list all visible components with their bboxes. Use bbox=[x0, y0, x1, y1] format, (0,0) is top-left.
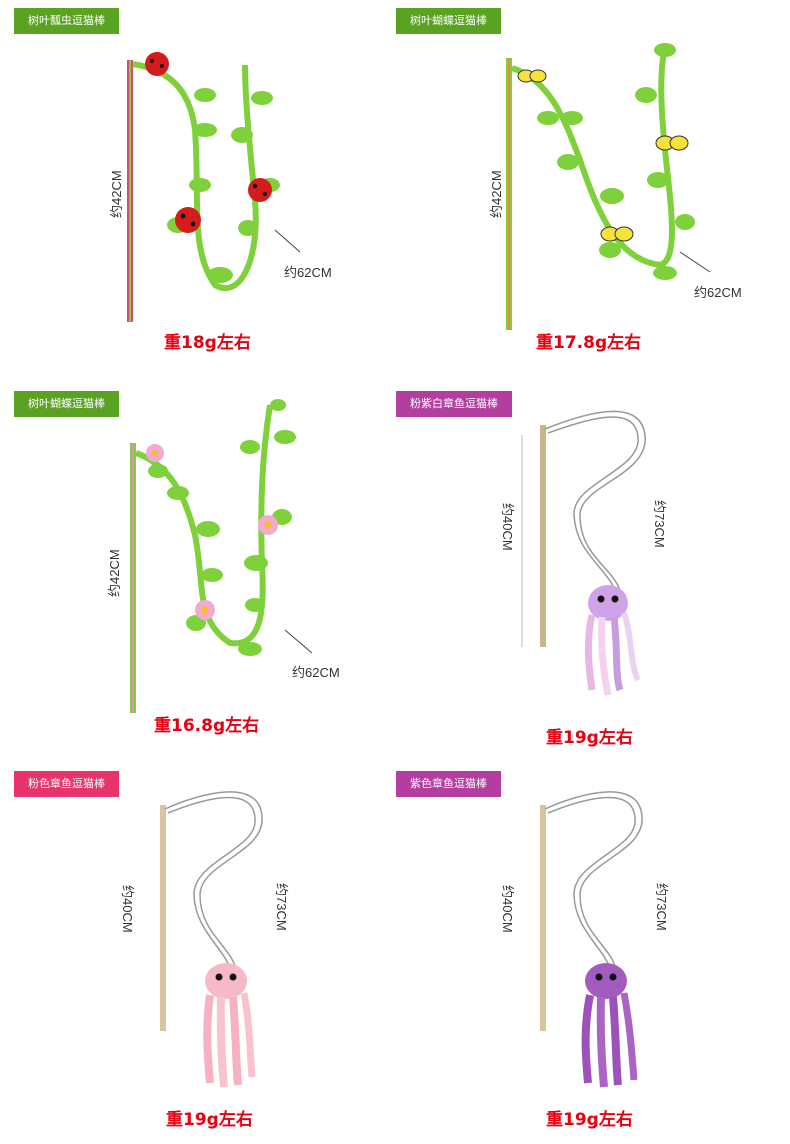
butterfly-vine-illustration bbox=[506, 43, 711, 330]
octopus-wand-illustration bbox=[160, 791, 263, 1088]
wand-stick bbox=[540, 805, 546, 1031]
product-card-butterfly: 树叶蝴蝶逗猫棒 约42CM 约62CM 重17.8g左右 bbox=[380, 0, 760, 370]
weight-label: 重16.8g左右 bbox=[154, 716, 260, 736]
octopus-icon bbox=[203, 963, 256, 1088]
wand-stick bbox=[160, 805, 166, 1031]
ladybug-vine-illustration bbox=[127, 52, 301, 322]
product-card-octopus-mixed: 粉紫白章鱼逗猫棒 约40CM 约73CM 重19g左右 bbox=[380, 385, 760, 755]
string-length-label: 约62CM bbox=[292, 665, 340, 680]
string-length-label: 约73CM bbox=[652, 500, 667, 548]
string-length-label: 约73CM bbox=[654, 883, 669, 931]
weight-label: 重19g左右 bbox=[546, 728, 633, 748]
wand-stick bbox=[540, 425, 546, 647]
string-length-label: 约62CM bbox=[284, 265, 332, 280]
stick-length-label: 约40CM bbox=[500, 885, 515, 933]
product-card-ladybug: 树叶瓢虫逗猫棒 约42CM 约62CM 重18g左右 bbox=[0, 0, 380, 370]
product-card-octopus-purple: 紫色章鱼逗猫棒 约40CM 约73CM 重19g左右 bbox=[380, 765, 760, 1135]
stick-length-label: 约42CM bbox=[489, 170, 504, 218]
string-length-label: 约73CM bbox=[274, 883, 289, 931]
product-tag: 粉色章鱼逗猫棒 bbox=[14, 771, 119, 797]
string-length-label: 约62CM bbox=[694, 285, 742, 300]
ladybug-icon bbox=[145, 52, 169, 76]
stick-length-label: 约42CM bbox=[109, 170, 124, 218]
weight-label: 重18g左右 bbox=[164, 333, 251, 353]
butterfly-icon bbox=[517, 69, 547, 83]
flower-vine-illustration bbox=[130, 399, 313, 713]
product-tag: 树叶蝴蝶逗猫棒 bbox=[396, 8, 501, 34]
octopus-icon bbox=[581, 963, 638, 1088]
product-tag: 紫色章鱼逗猫棒 bbox=[396, 771, 501, 797]
octopus-wand-illustration bbox=[521, 410, 646, 696]
product-tag: 树叶瓢虫逗猫棒 bbox=[14, 8, 119, 34]
weight-label: 重19g左右 bbox=[546, 1110, 633, 1130]
stick-length-label: 约40CM bbox=[120, 885, 135, 933]
product-tag: 树叶蝴蝶逗猫棒 bbox=[14, 391, 119, 417]
flower-icon bbox=[146, 444, 164, 462]
stick-length-label: 约40CM bbox=[500, 503, 515, 551]
product-tag: 粉紫白章鱼逗猫棒 bbox=[396, 391, 512, 417]
weight-label: 重17.8g左右 bbox=[536, 333, 642, 353]
stick-length-label: 约42CM bbox=[107, 549, 122, 597]
octopus-icon bbox=[584, 585, 641, 696]
octopus-wand-illustration bbox=[540, 791, 643, 1088]
product-card-octopus-pink: 粉色章鱼逗猫棒 约40CM 约73CM 重19g左右 bbox=[0, 765, 380, 1135]
product-card-flower: 树叶蝴蝶逗猫棒 约42CM 约62CM 重16.8g左右 bbox=[0, 385, 380, 755]
weight-label: 重19g左右 bbox=[166, 1110, 253, 1130]
